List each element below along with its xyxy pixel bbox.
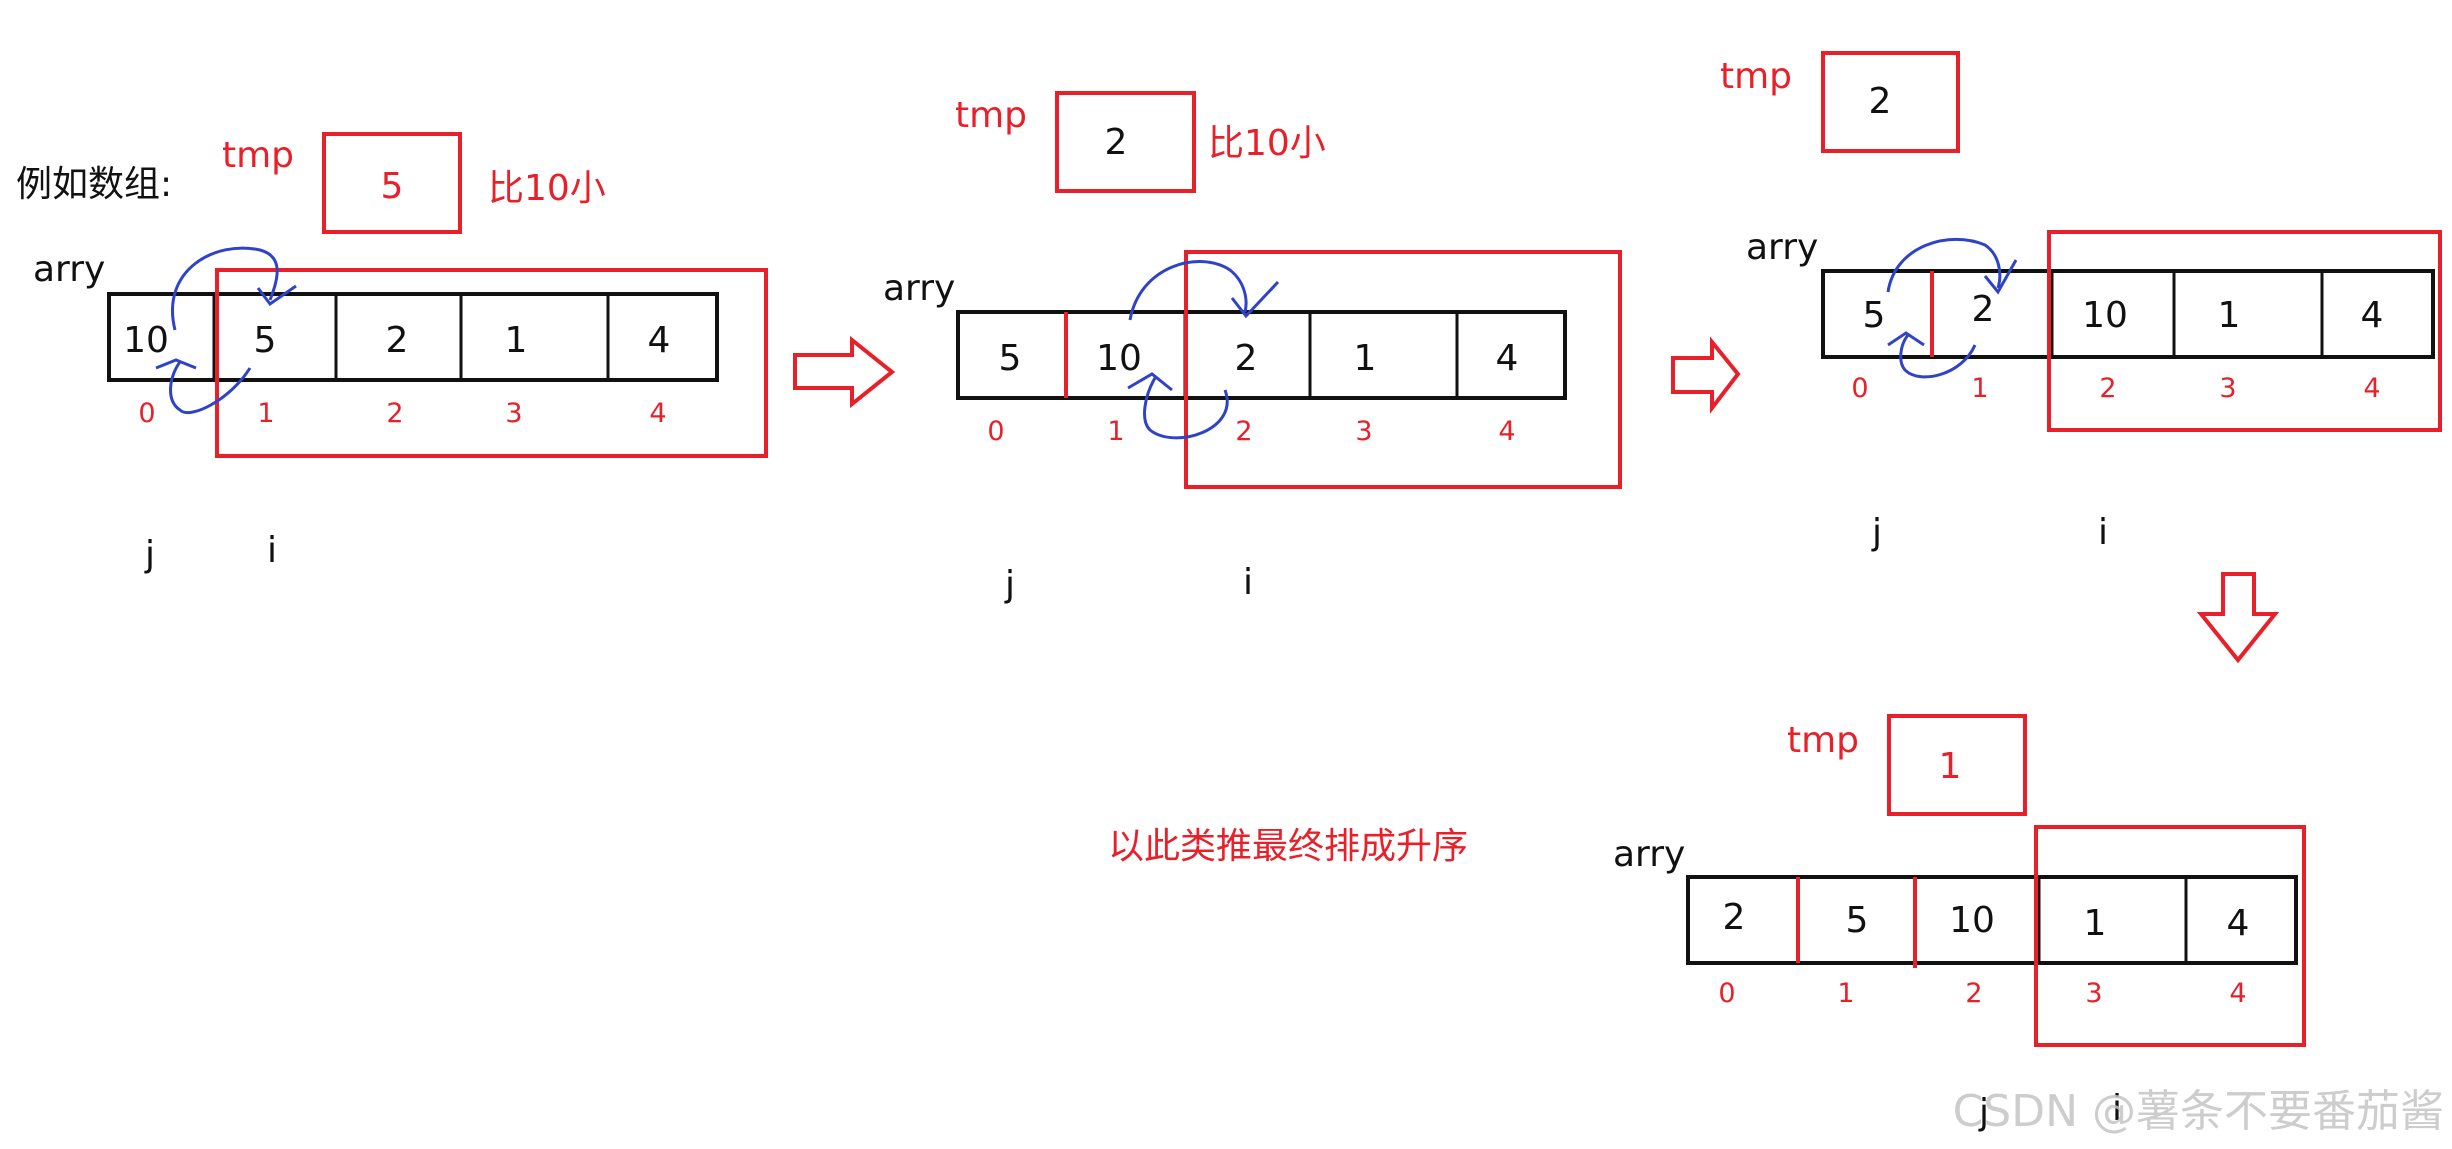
array-cell: 4 — [2227, 903, 2250, 944]
index-label: 3 — [1355, 416, 1372, 447]
array-cell: 2 — [1972, 289, 1995, 330]
index-label: 2 — [386, 398, 403, 429]
pointer-j: j — [1004, 564, 1015, 605]
pointer-j: j — [1978, 1092, 1989, 1133]
swap-arrowhead — [1887, 331, 1925, 347]
array-cell: 1 — [2218, 295, 2241, 336]
unsorted-region-box — [215, 268, 768, 458]
array-cell: 5 — [254, 320, 277, 361]
array-cell: 10 — [1096, 338, 1142, 379]
intro-label: 例如数组: — [16, 164, 172, 205]
pointer-i: i — [2098, 512, 2108, 553]
tmp-value: 5 — [381, 166, 404, 207]
array-outline — [1686, 875, 2298, 965]
array-cell: 1 — [1354, 338, 1377, 379]
swap-arrowhead — [256, 284, 297, 307]
pointer-i: i — [2112, 1088, 2122, 1129]
index-label: 4 — [2229, 978, 2246, 1009]
array-cell: 4 — [2361, 295, 2384, 336]
index-label: 2 — [1965, 978, 1982, 1009]
tmp-box — [1887, 714, 2027, 816]
array-cell: 10 — [1949, 900, 1995, 941]
array-cell: 5 — [999, 338, 1022, 379]
swap-arrow-bottom — [169, 361, 252, 415]
tmp-box — [322, 132, 462, 234]
index-label: 2 — [2099, 373, 2116, 404]
array-cell: 2 — [1235, 338, 1258, 379]
step-1: 例如数组: tmp 5 比10小 arry 10 5 2 1 4 0 1 2 3… — [16, 132, 768, 575]
index-label: 1 — [1837, 978, 1854, 1009]
index-label: 0 — [138, 398, 155, 429]
tmp-box — [1055, 91, 1196, 193]
array-outline — [956, 310, 1567, 400]
swap-arrowhead — [1127, 372, 1173, 392]
step-4: tmp 1 以此类推最终排成升序 arry 2 5 10 1 4 0 1 2 3… — [1108, 714, 2306, 1133]
tmp-value: 2 — [1105, 122, 1128, 163]
index-label: 3 — [505, 398, 522, 429]
array-outline — [107, 292, 719, 382]
unsorted-region-box — [1184, 250, 1622, 489]
index-label: 1 — [1971, 373, 1988, 404]
array-cell: 2 — [1723, 897, 1746, 938]
tmp-value: 1 — [1939, 746, 1962, 787]
index-label: 4 — [1498, 416, 1515, 447]
watermark: CSDN @薯条不要番茄酱 — [1953, 1086, 2444, 1137]
pointer-j: j — [144, 534, 155, 575]
index-label: 4 — [649, 398, 666, 429]
flow-arrow-right — [793, 335, 896, 409]
tmp-box — [1821, 51, 1960, 153]
tmp-label: tmp — [1720, 56, 1792, 97]
pointer-i: i — [1243, 562, 1253, 603]
tmp-value: 2 — [1869, 81, 1892, 122]
array-cell: 2 — [386, 320, 409, 361]
index-label: 0 — [987, 416, 1004, 447]
tmp-label: tmp — [955, 95, 1027, 136]
comparison-note: 比10小 — [1208, 123, 1326, 164]
array-outline — [1821, 269, 2435, 359]
array-cell: 10 — [2082, 295, 2128, 336]
swap-arrowhead — [1230, 280, 1280, 319]
array-cell: 5 — [1846, 900, 1869, 941]
tmp-label: tmp — [222, 135, 294, 176]
swap-arrowhead — [155, 358, 197, 370]
unsorted-region-box — [2034, 825, 2306, 1047]
swap-arrow-top — [1886, 237, 2002, 293]
index-label: 4 — [2363, 373, 2380, 404]
unsorted-region-box — [2047, 230, 2442, 432]
array-label: arry — [883, 268, 955, 309]
summary-label: 以此类推最终排成升序 — [1108, 826, 1468, 867]
swap-arrow-top — [1128, 260, 1248, 321]
array-cell: 10 — [123, 320, 169, 361]
pointer-i: i — [267, 530, 277, 571]
array-label: arry — [1746, 227, 1818, 268]
swap-arrow-bottom — [1143, 377, 1229, 440]
flow-arrow-down — [2196, 572, 2280, 664]
step-3: tmp 2 arry 5 2 10 1 4 0 1 2 3 4 j i — [1720, 51, 2442, 553]
array-label: arry — [33, 249, 105, 290]
tmp-label: tmp — [1787, 720, 1859, 761]
array-cell: 4 — [648, 320, 671, 361]
index-label: 3 — [2219, 373, 2236, 404]
index-label: 1 — [257, 398, 274, 429]
swap-arrow-top — [171, 246, 279, 331]
array-label: arry — [1613, 834, 1685, 875]
array-cell: 1 — [505, 320, 528, 361]
comparison-note: 比10小 — [488, 168, 606, 209]
array-cell: 1 — [2084, 903, 2107, 944]
index-label: 3 — [2085, 978, 2102, 1009]
swap-arrow-bottom — [1899, 334, 1977, 379]
array-cell: 5 — [1863, 295, 1886, 336]
index-label: 0 — [1718, 978, 1735, 1009]
flow-arrow-right — [1671, 336, 1741, 414]
index-label: 0 — [1851, 373, 1868, 404]
swap-arrowhead — [1983, 259, 2018, 295]
step-2: tmp 2 比10小 arry 5 10 2 1 4 0 1 2 3 4 j i — [883, 91, 1622, 605]
pointer-j: j — [1871, 512, 1882, 553]
array-cell: 4 — [1496, 338, 1519, 379]
index-label: 2 — [1235, 416, 1252, 447]
index-label: 1 — [1107, 416, 1124, 447]
